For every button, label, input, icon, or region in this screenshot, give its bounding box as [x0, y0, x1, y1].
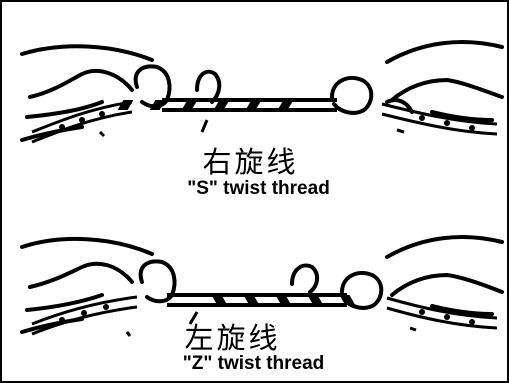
s-twist-label-chinese: 右旋线 — [0, 139, 505, 181]
z-twist-label-english: "Z" twist thread — [0, 353, 508, 375]
s-twist-label-english: "S" twist thread — [4, 178, 509, 200]
z-twist-label-chinese: 左旋线 — [0, 315, 487, 357]
